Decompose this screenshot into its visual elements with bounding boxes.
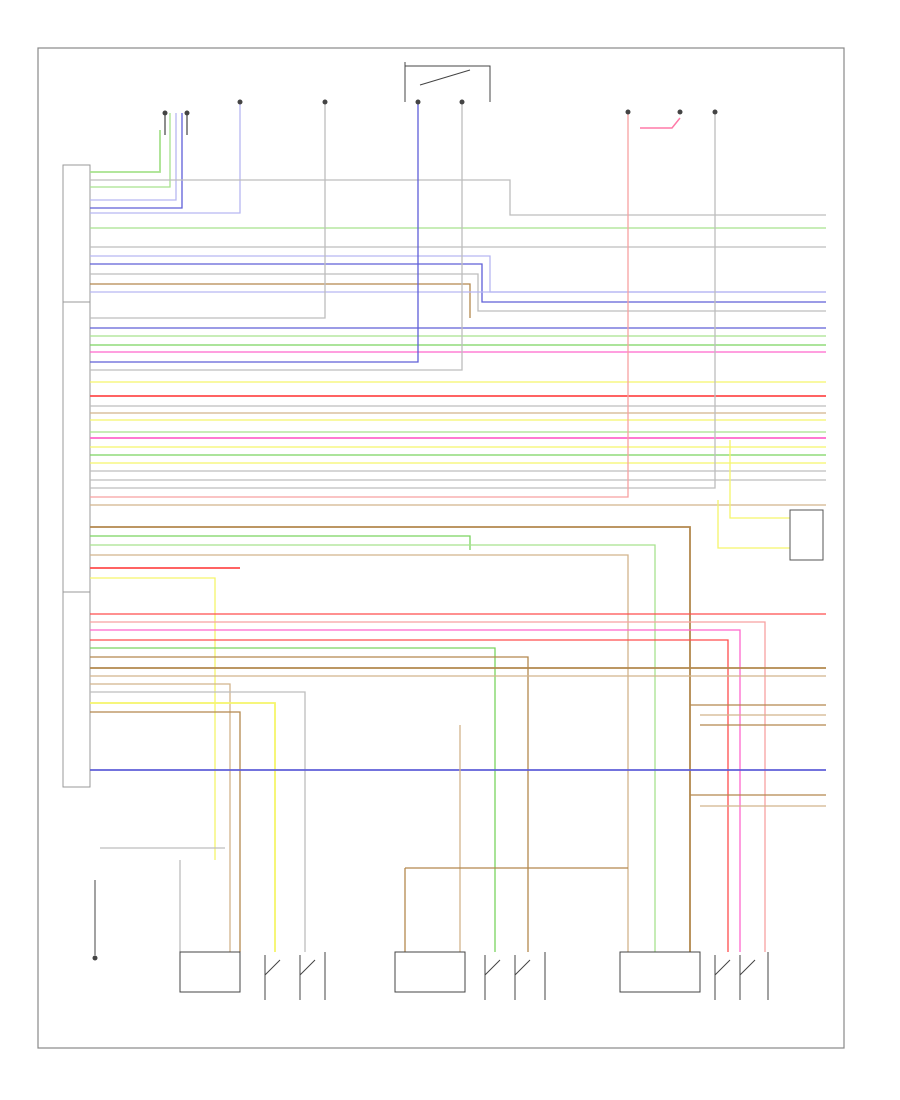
switch-housing [179,951,241,993]
wire [90,535,471,550]
wire [90,283,471,318]
wire [90,112,629,498]
component-terminal [677,109,683,115]
wire [90,683,231,952]
top-components [162,62,718,135]
wire [90,629,741,952]
wire [90,656,529,952]
wire [90,621,766,952]
wire [90,711,241,952]
wire [90,102,326,319]
wire [90,102,241,214]
module-connector-block-2 [62,301,91,593]
wire [90,577,216,860]
switch-contacts [484,952,546,1000]
wire [90,639,729,952]
wire [90,130,161,173]
switch-assembly-2 [394,951,546,1000]
wire [90,691,306,952]
component-terminal [237,99,243,105]
switch-contacts [264,952,326,1000]
wire-group [90,102,826,952]
component-terminal [459,99,465,105]
switch-housing [619,951,701,993]
switch-symbol [404,62,491,102]
wire [90,647,496,952]
wire [90,179,826,216]
wire [729,440,790,519]
switch-assembly-1 [179,951,326,1000]
component-terminal [162,110,168,116]
switch-contacts [714,952,769,1000]
switch-assembly-3 [619,951,769,1000]
wire [717,500,790,549]
diagram-frame [37,47,845,1049]
wire [90,526,691,952]
wire [90,113,171,188]
connector-marker [640,117,681,129]
wire [90,702,276,952]
wire [90,113,183,209]
component-terminal [184,110,190,116]
component-terminal [415,99,421,105]
wire [90,102,463,371]
wire [90,113,177,201]
component-terminal [625,109,631,115]
wire [90,112,716,489]
ground-symbol [92,880,98,961]
component-terminal [322,99,328,105]
component-terminal [712,109,718,115]
module-connector-block-1 [62,164,91,303]
ground-terminal [92,955,98,961]
wire [90,102,419,363]
wire [90,263,826,303]
wire [90,554,629,952]
module-connector-block-3 [62,591,91,788]
relay-box [789,509,824,561]
switch-housing [394,951,466,993]
wire [90,544,656,952]
